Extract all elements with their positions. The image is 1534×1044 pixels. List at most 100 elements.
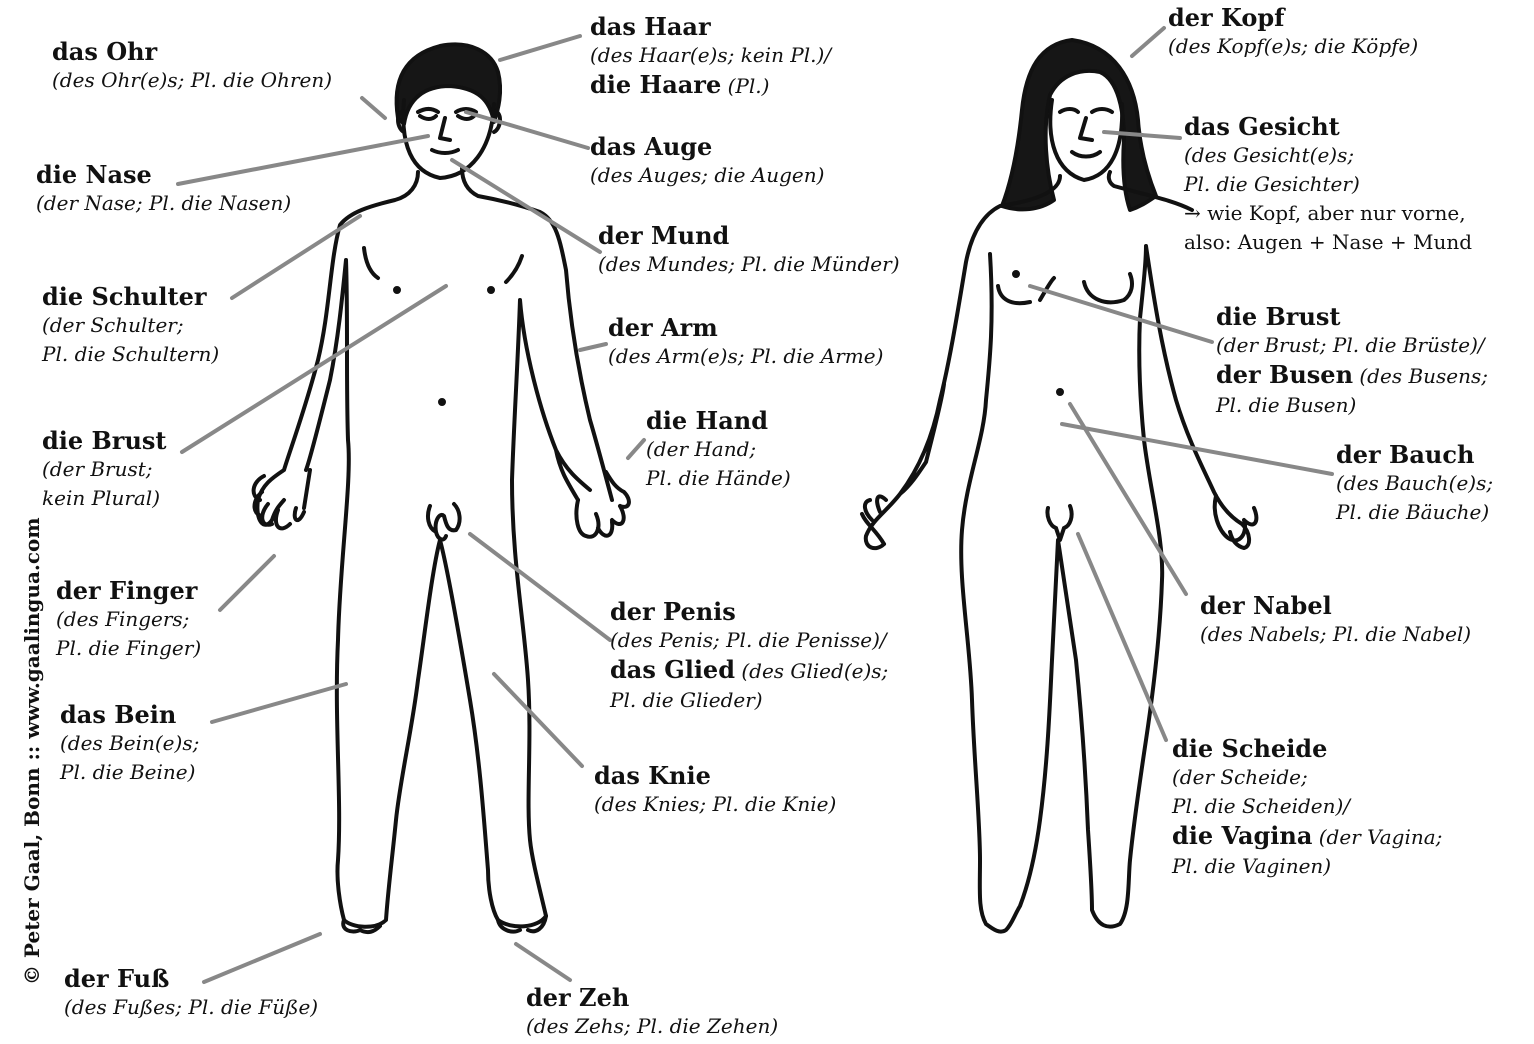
label-scheide-sub1: (der Scheide; bbox=[1172, 763, 1442, 792]
label-zeh: der Zeh (des Zehs; Pl. die Zehen) bbox=[526, 983, 778, 1041]
label-busen-title: der Busen bbox=[1216, 360, 1353, 389]
label-haar-line2: die Haare (Pl.) bbox=[590, 70, 831, 101]
male-genitals bbox=[428, 504, 460, 539]
label-vagina-sub4: Pl. die Vaginen) bbox=[1172, 852, 1442, 881]
male-nipple-left bbox=[395, 288, 399, 292]
female-eyes bbox=[1060, 109, 1112, 112]
label-penis-title2: das Glied bbox=[610, 655, 735, 684]
label-mund-title: der Mund bbox=[598, 221, 900, 250]
male-left-hand bbox=[254, 470, 310, 528]
label-bauch: der Bauch (des Bauch(e)s; Pl. die Bäuche… bbox=[1336, 440, 1493, 527]
leader-ohr bbox=[362, 98, 385, 118]
female-nipple bbox=[1014, 272, 1018, 276]
label-fuss-title: der Fuß bbox=[64, 964, 318, 993]
label-nase-title: die Nase bbox=[36, 160, 291, 189]
leader-brust-m bbox=[182, 286, 446, 452]
female-genitals bbox=[1047, 506, 1071, 540]
label-brust-female: die Brust (der Brust; Pl. die Brüste)/ d… bbox=[1216, 302, 1488, 420]
label-hand-title: die Hand bbox=[646, 406, 791, 435]
label-hand: die Hand (der Hand; Pl. die Hände) bbox=[646, 406, 791, 493]
label-brust-female-sub: (der Brust; Pl. die Brüste)/ bbox=[1216, 331, 1488, 360]
label-knie-title: das Knie bbox=[594, 761, 836, 790]
label-auge-sub: (des Auges; die Augen) bbox=[590, 161, 824, 190]
label-haar-title: das Haar bbox=[590, 12, 831, 41]
label-hand-sub2: Pl. die Hände) bbox=[646, 464, 791, 493]
leader-hand bbox=[628, 440, 644, 458]
label-arm: der Arm (des Arm(e)s; Pl. die Arme) bbox=[608, 313, 883, 371]
label-schulter: die Schulter (der Schulter; Pl. die Schu… bbox=[42, 282, 219, 369]
label-scheide-title: die Scheide bbox=[1172, 734, 1442, 763]
female-hair bbox=[1002, 40, 1156, 210]
label-brust-male: die Brust (der Brust; kein Plural) bbox=[42, 426, 167, 513]
male-mouth bbox=[432, 150, 458, 153]
label-bauch-sub2: Pl. die Bäuche) bbox=[1336, 498, 1493, 527]
label-gesicht-title: das Gesicht bbox=[1184, 112, 1472, 141]
leader-brust-f bbox=[1030, 286, 1212, 342]
label-knie: das Knie (des Knies; Pl. die Knie) bbox=[594, 761, 836, 819]
label-fuss-sub: (des Fußes; Pl. die Füße) bbox=[64, 993, 318, 1022]
label-gesicht-sub2: Pl. die Gesichter) bbox=[1184, 170, 1472, 199]
label-penis-line2: das Glied (des Glied(e)s; bbox=[610, 655, 888, 686]
leader-scheide bbox=[1078, 534, 1166, 740]
male-nose bbox=[440, 118, 450, 140]
label-bein: das Bein (des Bein(e)s; Pl. die Beine) bbox=[60, 700, 199, 787]
label-gesicht-sub1: (des Gesicht(e)s; bbox=[1184, 141, 1472, 170]
label-knie-sub: (des Knies; Pl. die Knie) bbox=[594, 790, 836, 819]
label-brust-female-title: die Brust bbox=[1216, 302, 1488, 331]
label-nabel-sub: (des Nabels; Pl. die Nabel) bbox=[1200, 620, 1471, 649]
leader-haar bbox=[500, 36, 580, 60]
male-eye-left bbox=[418, 109, 438, 119]
label-vagina-title: die Vagina bbox=[1172, 821, 1312, 850]
leader-penis bbox=[470, 534, 610, 640]
leader-bauch bbox=[1062, 424, 1332, 474]
leader-schulter bbox=[232, 216, 360, 298]
label-nase: die Nase (der Nase; Pl. die Nasen) bbox=[36, 160, 291, 218]
label-busen-line: der Busen (des Busens; bbox=[1216, 360, 1488, 391]
label-haar-sub2: (Pl.) bbox=[728, 74, 770, 98]
label-ohr-sub: (des Ohr(e)s; Pl. die Ohren) bbox=[52, 66, 332, 95]
label-brust-male-title: die Brust bbox=[42, 426, 167, 455]
label-busen-sub: (des Busens; bbox=[1359, 364, 1488, 388]
label-scheide: die Scheide (der Scheide; Pl. die Scheid… bbox=[1172, 734, 1442, 881]
label-mund-sub: (des Mundes; Pl. die Münder) bbox=[598, 250, 900, 279]
label-finger-title: der Finger bbox=[56, 576, 201, 605]
label-vagina-sub: (der Vagina; bbox=[1319, 825, 1443, 849]
leader-finger bbox=[220, 556, 274, 610]
label-penis-sub: (des Penis; Pl. die Penisse)/ bbox=[610, 626, 888, 655]
female-nose bbox=[1080, 118, 1092, 140]
label-gesicht-note2: also: Augen + Nase + Mund bbox=[1184, 228, 1472, 257]
label-gesicht-note1: → wie Kopf, aber nur vorne, bbox=[1184, 199, 1472, 228]
label-nase-sub: (der Nase; Pl. die Nasen) bbox=[36, 189, 291, 218]
label-mund: der Mund (des Mundes; Pl. die Münder) bbox=[598, 221, 900, 279]
leader-kopf bbox=[1132, 28, 1164, 56]
label-penis: der Penis (des Penis; Pl. die Penisse)/ … bbox=[610, 597, 888, 715]
label-bein-title: das Bein bbox=[60, 700, 199, 729]
label-hand-sub1: (der Hand; bbox=[646, 435, 791, 464]
label-zeh-title: der Zeh bbox=[526, 983, 778, 1012]
male-right-hand bbox=[576, 472, 629, 537]
label-kopf-sub: (des Kopf(e)s; die Köpfe) bbox=[1168, 32, 1418, 61]
female-navel bbox=[1058, 390, 1062, 394]
label-schulter-sub1: (der Schulter; bbox=[42, 311, 219, 340]
label-scheide-sub2: Pl. die Scheiden)/ bbox=[1172, 792, 1442, 821]
label-schulter-title: die Schulter bbox=[42, 282, 219, 311]
label-haar-title2: die Haare bbox=[590, 70, 721, 99]
male-hair bbox=[397, 44, 501, 124]
female-mouth bbox=[1072, 152, 1100, 157]
leader-nabel bbox=[1070, 404, 1186, 594]
label-gesicht: das Gesicht (des Gesicht(e)s; Pl. die Ge… bbox=[1184, 112, 1472, 257]
label-haar: das Haar (des Haar(e)s; kein Pl.)/ die H… bbox=[590, 12, 831, 101]
label-schulter-sub2: Pl. die Schultern) bbox=[42, 340, 219, 369]
label-haar-sub: (des Haar(e)s; kein Pl.)/ bbox=[590, 41, 831, 70]
label-penis-title: der Penis bbox=[610, 597, 888, 626]
leader-mund bbox=[452, 160, 600, 252]
leader-knie bbox=[494, 674, 582, 766]
label-penis-sub3: Pl. die Glieder) bbox=[610, 686, 888, 715]
label-auge: das Auge (des Auges; die Augen) bbox=[590, 132, 824, 190]
label-arm-title: der Arm bbox=[608, 313, 883, 342]
leader-zeh bbox=[516, 944, 570, 980]
label-nabel: der Nabel (des Nabels; Pl. die Nabel) bbox=[1200, 591, 1471, 649]
male-navel bbox=[440, 400, 444, 404]
copyright-notice: © Peter Gaal, Bonn :: www.gaalingua.com bbox=[20, 517, 44, 985]
leader-gesicht bbox=[1104, 132, 1180, 138]
